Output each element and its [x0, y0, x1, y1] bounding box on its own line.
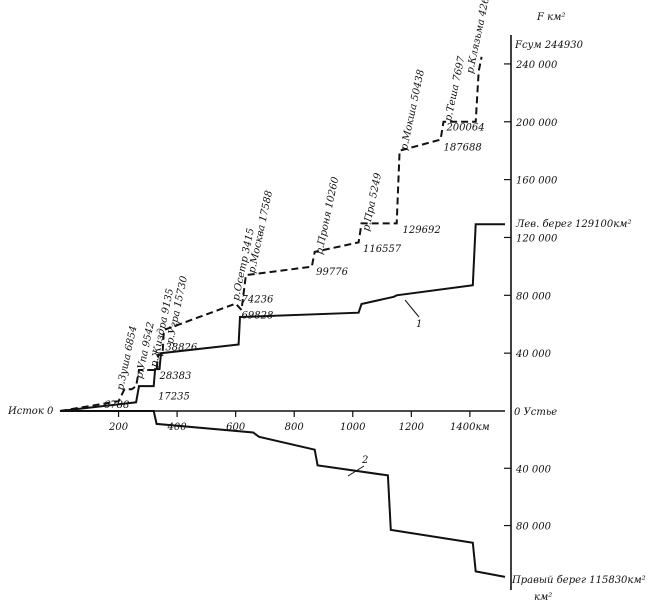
series-right-line — [60, 410, 506, 578]
x-tick-label: 400 — [167, 422, 188, 433]
value-annotation: 74236 — [242, 295, 274, 306]
value-annotation: 200064 — [445, 122, 484, 133]
tributary-label: р.Проня 10260 — [314, 175, 341, 255]
x-tick-label: 1400км — [450, 422, 490, 433]
value-annotation: 187688 — [444, 143, 482, 154]
value-annotation: 38826 — [165, 342, 197, 353]
y-tick-label: 40 000 — [515, 464, 552, 475]
origin-left-label: Исток 0 — [7, 406, 54, 417]
x-tick-label: 1000 — [340, 422, 366, 433]
right-bank-label: Правый берег 115830км² — [511, 575, 646, 586]
y-tick-label: 80 000 — [516, 522, 552, 533]
sum-label: Fсум 244930 — [514, 40, 584, 51]
y-tick-label: 160 000 — [516, 176, 558, 187]
tributary-label: р.Теша 7697 — [443, 55, 468, 123]
value-annotation: 28383 — [159, 371, 192, 382]
y-tick-label: 80 000 — [516, 291, 552, 302]
tributary-label: р.Зуша 6854 — [115, 325, 139, 392]
curve-label-2: 2 — [361, 455, 368, 466]
value-annotation: 69828 — [242, 310, 274, 321]
value-annotation: 129692 — [403, 225, 441, 236]
y-axis-unit-bottom: км² — [534, 592, 552, 603]
value-annotation: 17235 — [158, 391, 190, 402]
y-ticks: 40 000 80 000 120 000 160 000 200 000 240 000… — [504, 60, 558, 533]
y-tick-label: 200 000 — [515, 118, 558, 129]
y-tick-label: 120 000 — [516, 233, 558, 244]
annotations: 6788 17235 28383 38826 74236 69828 99776 116557… — [104, 0, 495, 411]
left-bank-label: Лев. берег 129100км² — [515, 219, 631, 230]
origin-right-label: 0 Устье — [514, 407, 557, 418]
x-tick-label: 600 — [226, 422, 246, 433]
series-left-line — [59, 223, 505, 412]
y-tick-label: 40 000 — [515, 349, 552, 360]
x-ticks: 200 400 600 800 1000 1200 1400км — [108, 411, 490, 433]
curve-1-leader — [404, 299, 420, 318]
curve-label-1: 1 — [416, 319, 422, 330]
tributary-label: р.Мокша 50438 — [399, 69, 427, 152]
x-tick-label: 800 — [285, 422, 305, 433]
series-lines — [59, 56, 506, 578]
x-tick-label: 200 — [108, 422, 129, 433]
curve-2-leader — [347, 465, 365, 477]
series-total-line — [59, 56, 483, 412]
value-annotation: 99776 — [316, 267, 348, 278]
tributary-label: р.Пра 5249 — [361, 171, 384, 232]
x-tick-label: 1200 — [399, 422, 425, 433]
value-annotation: 6788 — [104, 400, 129, 411]
value-annotation: 116557 — [363, 244, 402, 255]
y-tick-label: 240 000 — [515, 60, 558, 71]
y-axis-label: F км² — [536, 12, 565, 23]
